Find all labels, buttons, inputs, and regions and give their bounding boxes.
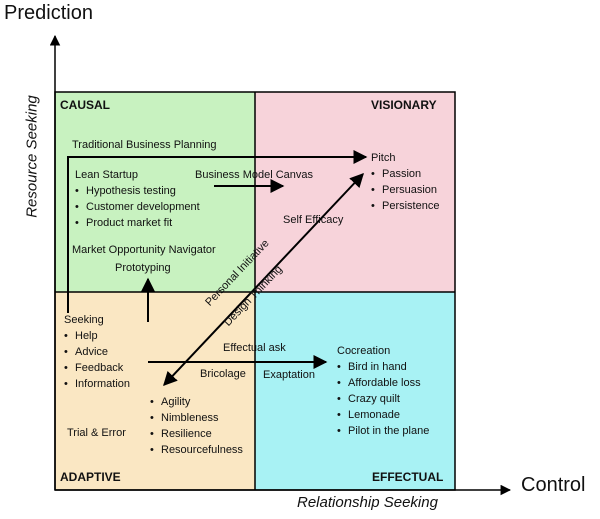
label-pitch: Pitch (371, 152, 396, 164)
quadrant-title-visionary: VISIONARY (371, 98, 437, 112)
quadrant-title-causal: CAUSAL (60, 98, 110, 112)
y-axis-label: Resource Seeking (23, 95, 41, 218)
quadrant-title-effectual: EFFECTUAL (372, 470, 444, 484)
list-item: Affordable loss (337, 375, 429, 391)
label-bricolage: Bricolage (200, 368, 246, 380)
arrow-diagonal (163, 172, 364, 387)
list-item: Product market fit (75, 215, 200, 231)
label-trial-and-error: Trial & Error (67, 427, 126, 439)
label-prototyping: Prototyping (115, 262, 171, 274)
x-axis-label: Relationship Seeking (297, 494, 438, 511)
list-item: Passion (371, 166, 439, 182)
label-exaptation: Exaptation (263, 369, 315, 381)
list-item: Nimbleness (150, 410, 243, 426)
label-effectual-ask: Effectual ask (223, 342, 286, 354)
list-pitch-items: Passion Persuasion Persistence (371, 166, 439, 214)
label-self-efficacy: Self Efficacy (283, 214, 344, 226)
label-lean-startup: Lean Startup (75, 169, 138, 181)
list-seeking-items: Help Advice Feedback Information (64, 328, 130, 392)
arrow-seeking-to-pitch (67, 150, 368, 313)
list-item: Advice (64, 344, 130, 360)
list-item: Agility (150, 394, 243, 410)
list-cocreation-items: Bird in hand Affordable loss Crazy quilt… (337, 359, 429, 439)
list-item: Persistence (371, 198, 439, 214)
list-item: Hypothesis testing (75, 183, 200, 199)
label-business-model-canvas: Business Model Canvas (195, 169, 314, 181)
list-item: Customer development (75, 199, 200, 215)
list-item: Lemonade (337, 407, 429, 423)
list-item: Information (64, 376, 130, 392)
list-lean-items: Hypothesis testing Customer development … (75, 183, 200, 231)
list-item: Help (64, 328, 130, 344)
list-item: Resilience (150, 426, 243, 442)
list-item: Pilot in the plane (337, 423, 429, 439)
quadrant-title-adaptive: ADAPTIVE (60, 470, 121, 484)
list-agility-items: Agility Nimbleness Resilience Resourcefu… (150, 394, 243, 458)
label-traditional-planning: Traditional Business Planning (72, 139, 217, 151)
list-item: Resourcefulness (150, 442, 243, 458)
x-axis-title: Control (521, 474, 586, 496)
label-cocreation: Cocreation (337, 345, 391, 357)
list-item: Crazy quilt (337, 391, 429, 407)
list-item: Persuasion (371, 182, 439, 198)
label-seeking: Seeking (64, 314, 104, 326)
list-item: Bird in hand (337, 359, 429, 375)
label-market-opportunity-navigator: Market Opportunity Navigator (72, 244, 216, 256)
y-axis-title: Prediction (4, 2, 93, 24)
list-item: Feedback (64, 360, 130, 376)
